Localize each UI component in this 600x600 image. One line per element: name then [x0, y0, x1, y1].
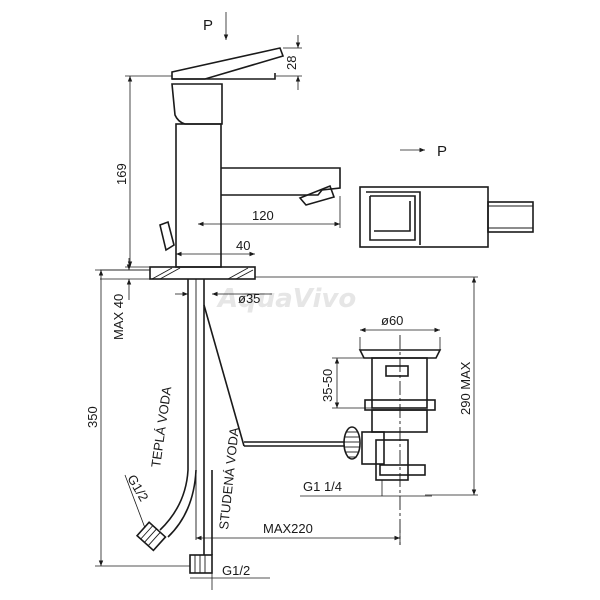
dimension-290max: 290 MAX [255, 276, 478, 496]
dimension-60dia: ø60 [359, 313, 441, 350]
label-35dia: ø35 [238, 291, 260, 306]
label-g1-14: G1 1/4 [303, 479, 342, 494]
label-studena-voda: STUDENÁ VODA [216, 426, 242, 530]
faucet-top-view [359, 186, 534, 248]
label-p-side: P [437, 143, 447, 160]
dimension-350: 350 [85, 269, 190, 567]
dimension-35-50: 35-50 [320, 357, 372, 409]
dimension-40: 40 [176, 238, 255, 257]
label-169: 169 [114, 163, 129, 185]
dimension-120: 120 [198, 196, 341, 228]
label-g12-left: G1/2 [124, 472, 151, 504]
dimension-g12-left: G1/2 [124, 472, 151, 529]
dimension-28: 28 [276, 35, 302, 90]
label-g12-bottom: G1/2 [222, 563, 250, 578]
dimension-max220: MAX220 [196, 521, 401, 545]
watermark-text: AquaVivo [216, 284, 356, 314]
label-40: 40 [236, 238, 250, 253]
dimension-g12-bottom: G1/2 [190, 563, 270, 590]
label-p-top: P [203, 17, 213, 34]
label-max220: MAX220 [263, 521, 313, 536]
label-60dia: ø60 [381, 313, 403, 328]
dimension-g1-14: G1 1/4 [300, 479, 432, 497]
dimension-35dia: ø35 [175, 291, 272, 306]
label-290max: 290 MAX [458, 361, 473, 415]
drain-waste [343, 335, 442, 545]
label-120: 120 [252, 208, 274, 223]
dimension-169: 169 [114, 75, 172, 268]
pressure-arrow-top: P [203, 12, 229, 40]
faucet-body [135, 47, 345, 574]
label-28: 28 [284, 56, 299, 70]
pressure-arrow-side: P [400, 143, 447, 160]
label-35-50: 35-50 [320, 369, 335, 402]
label-tepla-voda: TEPLÁ VODA [148, 385, 174, 468]
label-350: 350 [85, 406, 100, 428]
label-max40: MAX 40 [111, 294, 126, 340]
